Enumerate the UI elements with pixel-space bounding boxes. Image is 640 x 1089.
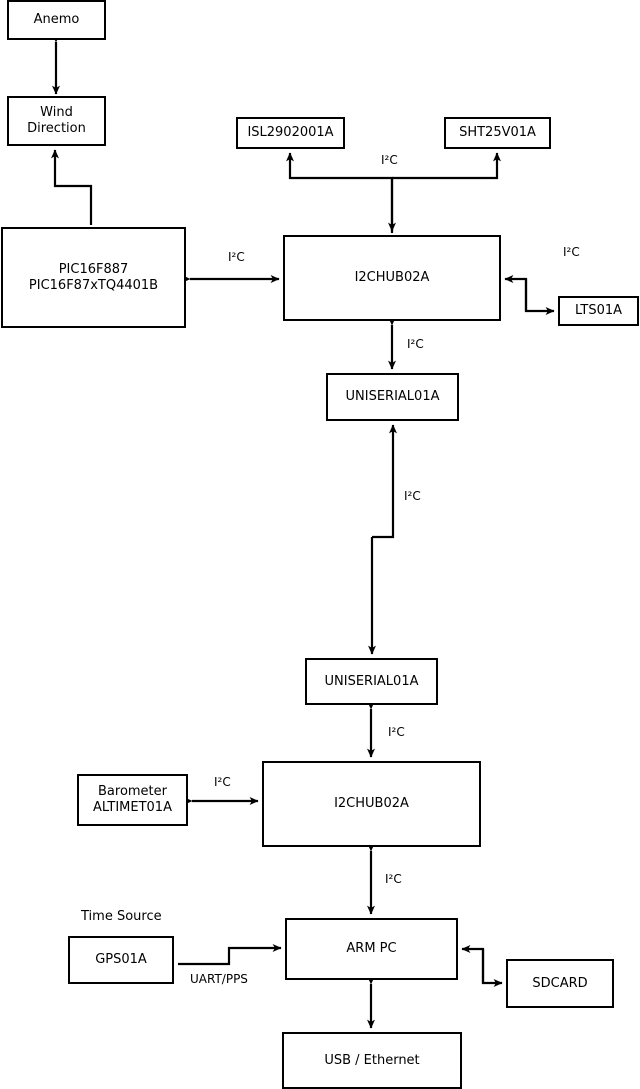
node-gps01a[interactable]: GPS01A: [68, 936, 174, 984]
edge-label-i2c-pic-hub: I²C: [228, 250, 245, 264]
connector-hub-to-isl: [286, 152, 394, 233]
node-arm-pc-label: ARM PC: [346, 941, 397, 956]
node-lts01a[interactable]: LTS01A: [558, 296, 639, 326]
connector-hub-to-sht: [392, 152, 501, 180]
node-i2chub02a-top[interactable]: I2CHUB02A: [283, 235, 501, 321]
node-i2chub02a-bottom[interactable]: I2CHUB02A: [262, 761, 481, 847]
node-uniserial01a-upper[interactable]: UNISERIAL01A: [326, 373, 459, 421]
node-pic-mcu[interactable]: PIC16F887 PIC16F87xTQ4401B: [1, 227, 186, 328]
node-usb-ethernet-label: USB / Ethernet: [324, 1052, 420, 1068]
edge-label-i2c-hub-fanout: I²C: [381, 153, 398, 167]
connector-pic-to-wind: [51, 149, 93, 225]
node-pic-mcu-label: PIC16F887 PIC16F87xTQ4401B: [28, 261, 159, 293]
node-anemo[interactable]: Anemo: [7, 0, 106, 40]
connector-lts-up-into-hub: [504, 275, 528, 311]
node-sdcard-label: SDCARD: [532, 975, 588, 991]
node-sdcard[interactable]: SDCARD: [506, 959, 614, 1008]
node-usb-ethernet[interactable]: USB / Ethernet: [282, 1032, 462, 1089]
node-gps01a-label: GPS01A: [95, 952, 147, 967]
edge-label-i2c-hub-uniserial: I²C: [407, 337, 424, 351]
edge-label-i2c-hub2-armpc: I²C: [385, 872, 402, 886]
node-uniserial01a-lower-label: UNISERIAL01A: [324, 673, 419, 689]
node-barometer-altimet01a-label: Barometer ALTIMET01A: [93, 784, 172, 815]
node-uniserial01a-lower[interactable]: UNISERIAL01A: [305, 658, 438, 705]
node-lts01a-label: LTS01A: [574, 303, 623, 318]
node-sht25v01a[interactable]: SHT25V01A: [444, 117, 551, 149]
edge-label-i2c-hub-lts: I²C: [563, 245, 580, 259]
node-i2chub02a-bottom-label: I2CHUB02A: [334, 796, 409, 811]
node-uniserial01a-upper-label: UNISERIAL01A: [345, 389, 440, 404]
edge-label-i2c-barometer-hub2: I²C: [214, 775, 231, 789]
connector-hub-down-to-lts: [524, 279, 555, 315]
connector-sdcard-up-into-armpc: [461, 945, 485, 983]
edge-label-i2c-uniserial-hub2: I²C: [388, 725, 405, 739]
connector-armpc-down-to-sdcard: [481, 949, 503, 987]
label-time-source: Time Source: [81, 909, 162, 924]
node-sht25v01a-label: SHT25V01A: [459, 125, 536, 140]
edge-label-uart-pps: UART/PPS: [190, 972, 248, 986]
node-anemo-label: Anemo: [33, 12, 80, 27]
edge-label-i2c-uniserial-link: I²C: [404, 489, 421, 503]
node-isl2902001a-label: ISL2902001A: [247, 125, 334, 140]
node-barometer-altimet01a[interactable]: Barometer ALTIMET01A: [77, 774, 188, 826]
connector-gps-armpc: [178, 944, 282, 966]
node-wind-direction[interactable]: Wind Direction: [7, 96, 106, 146]
connector-link-up-to-uniserial-up: [372, 424, 397, 539]
node-isl2902001a[interactable]: ISL2902001A: [236, 117, 345, 149]
node-i2chub02a-top-label: I2CHUB02A: [354, 270, 430, 285]
node-arm-pc[interactable]: ARM PC: [285, 918, 458, 980]
node-wind-direction-label: Wind Direction: [27, 105, 86, 136]
